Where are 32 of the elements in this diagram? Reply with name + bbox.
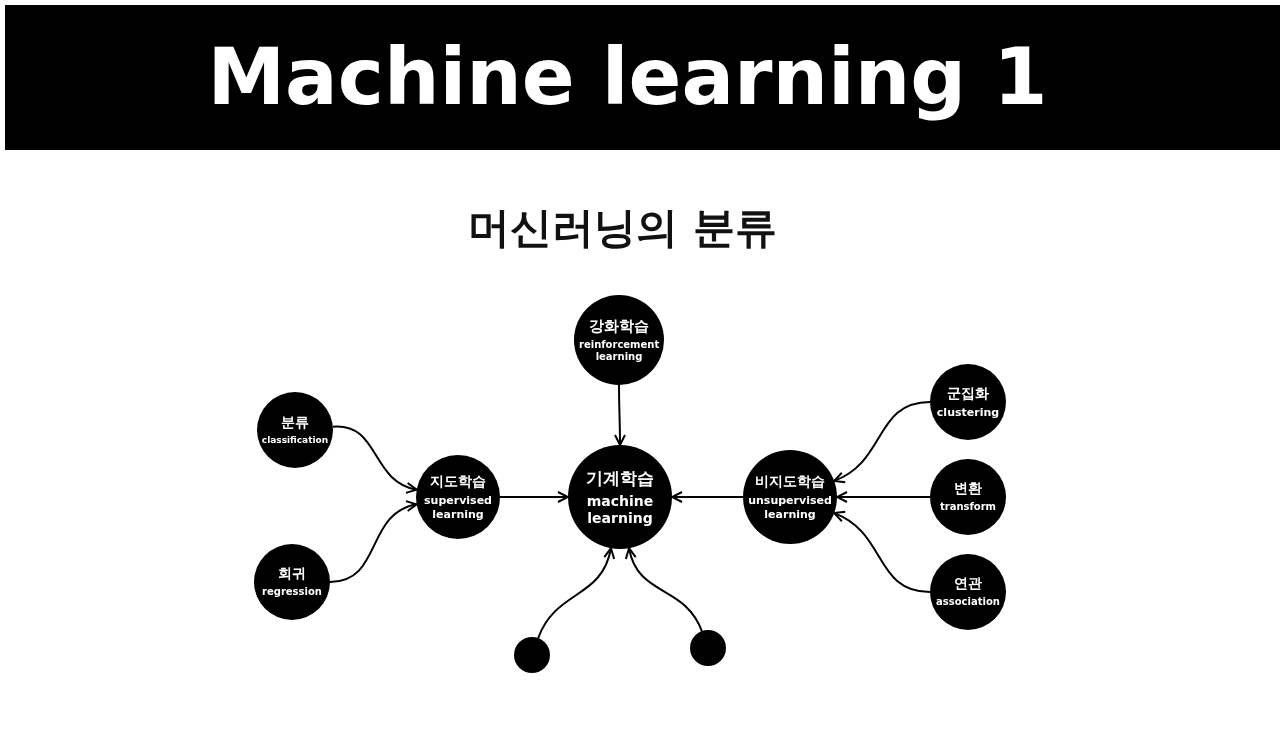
arrow (613, 384, 626, 446)
node-title: 지도학습 (430, 472, 486, 491)
node-title: 강화학습 (589, 316, 649, 336)
subtitle: 머신러닝의 분류 (468, 202, 777, 254)
node-title: 분류 (281, 413, 309, 432)
arrow (329, 501, 418, 583)
node-subtitle: association (936, 596, 1000, 609)
node-subtitle: machine learning (585, 492, 655, 528)
node-subtitle: regression (262, 586, 322, 599)
arrow (671, 491, 744, 503)
node-title: 비지도학습 (755, 472, 825, 491)
arrow (499, 491, 569, 503)
arrow (833, 511, 931, 593)
node-subtitle: clustering (936, 405, 1000, 420)
arrow (833, 401, 931, 483)
node-subtitle: reinforcement learning (579, 338, 659, 364)
node-title: 기계학습 (586, 466, 654, 490)
circle (690, 630, 726, 666)
node-subtitle: classification (261, 434, 329, 447)
arrow (625, 547, 703, 633)
node-subtitle: unsupervised learning (747, 493, 833, 522)
node-title: 군집화 (947, 384, 989, 403)
node-subtitle: supervised learning (423, 493, 493, 522)
arrow (836, 491, 931, 503)
arrow (331, 425, 418, 493)
title-banner: Machine learning 1 (5, 5, 1280, 150)
arrow (537, 547, 615, 640)
circle (514, 637, 550, 673)
node-subtitle: transform (939, 501, 997, 514)
node-title: 연관 (954, 575, 982, 594)
node-title: 회귀 (278, 565, 306, 584)
node-title: 변환 (954, 480, 982, 499)
